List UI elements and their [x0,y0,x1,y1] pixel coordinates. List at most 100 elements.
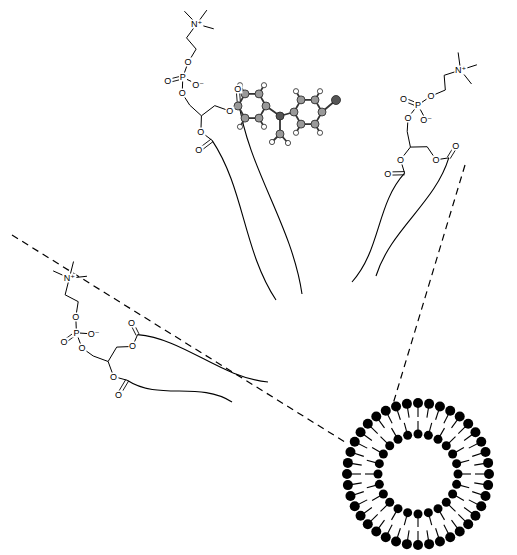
lipid-head [350,501,360,511]
bond [65,295,78,302]
lipid-head [391,537,401,547]
lipid-head [452,480,461,489]
lipid-head [381,532,391,542]
atom-label: O [71,312,80,321]
molecule-atom [317,89,322,94]
lipid-head [381,406,391,416]
atom-label: O [59,337,68,346]
lipid-head [476,501,486,511]
atom-label: O [233,84,242,93]
lipid-head [481,491,491,501]
molecule-atom [293,89,298,94]
molecule-atom [261,124,266,129]
lipid-head [402,539,412,549]
lipid-head [342,469,352,479]
lipid-head [463,419,473,429]
lipid-head [345,491,355,501]
lipid-head [371,526,381,536]
molecule-atom [276,112,284,120]
lipid-head [454,470,463,479]
lipid-head [434,435,443,444]
lipid-head [394,435,403,444]
molecule-atom [276,130,284,138]
lipid-head [350,437,360,447]
fatty-acid-tail [376,158,449,276]
molecule-atom [269,139,274,144]
lipid-head [424,399,434,409]
lipid-head [374,470,383,479]
atom-label: O [426,92,435,101]
lipid-head [424,539,434,549]
molecule-atom [255,114,263,122]
atom-label: O [383,169,392,178]
lipid-head [403,431,412,440]
bond [108,347,117,361]
molecule-atom [237,124,242,129]
lipid-head [413,398,423,408]
lipid-head [343,458,353,468]
atom-label: O [163,77,172,86]
molecule-atom [241,114,249,122]
atom-label: O [399,95,408,104]
lipid-head [434,504,443,513]
atom-label: P [179,73,187,82]
lipid-head [343,480,353,490]
molecule-atom [311,120,319,128]
bond [410,146,427,147]
fatty-acid-tail [352,173,405,282]
lipid-head [402,399,412,409]
lipid-head [481,447,491,457]
lipid-head [424,431,433,440]
molecule-atom [293,130,298,135]
bond [190,105,202,116]
molecule-atom [297,120,305,128]
lipid-head [385,498,394,507]
lipid-head [470,511,480,521]
fatty-acid-tail [239,102,302,294]
atom-label: P [72,328,80,337]
atom-label: O⁻ [419,116,433,125]
atom-label: N⁺ [190,20,203,29]
lipid-head [394,504,403,513]
lipid-head [483,480,493,490]
bond [407,132,410,148]
lipid-head [363,419,373,429]
atom-label: O [451,142,460,151]
molecule-atom [255,90,263,98]
lipid-head [345,447,355,457]
lipid-head [379,490,388,499]
lipid-head [371,412,381,422]
molecule-atom [318,108,326,116]
atom-label: O [404,113,413,122]
molecule-atom [332,96,341,105]
atom-label: O [196,127,205,136]
lipid-head [375,480,384,489]
lipid-head [435,537,445,547]
atom-label: N⁺ [454,66,467,75]
lipid-head [375,459,384,468]
bond [187,38,197,49]
lipid-head [455,412,465,422]
lipid-head [470,427,480,437]
fatty-acid-tail [127,380,232,402]
atom-label: O [127,318,136,327]
molecule-atom [290,108,298,116]
atom-label: O [128,342,137,351]
liposome [342,398,494,550]
atom-label: N⁺ [63,274,76,283]
lipid-head [363,519,373,529]
lipid-head [385,441,394,450]
molecule-atom [234,102,242,110]
molecule-atom [285,140,290,145]
lipid-head [442,498,451,507]
lipid-head [448,450,457,459]
atom-label: O [194,146,203,155]
lipid-head [484,469,494,479]
atom-label: O [184,58,193,67]
lipid-head [445,532,455,542]
bond [444,75,445,90]
atom-label: O⁻ [191,80,205,89]
fatty-acid-tail [212,140,276,300]
atom-label: O [109,372,118,381]
